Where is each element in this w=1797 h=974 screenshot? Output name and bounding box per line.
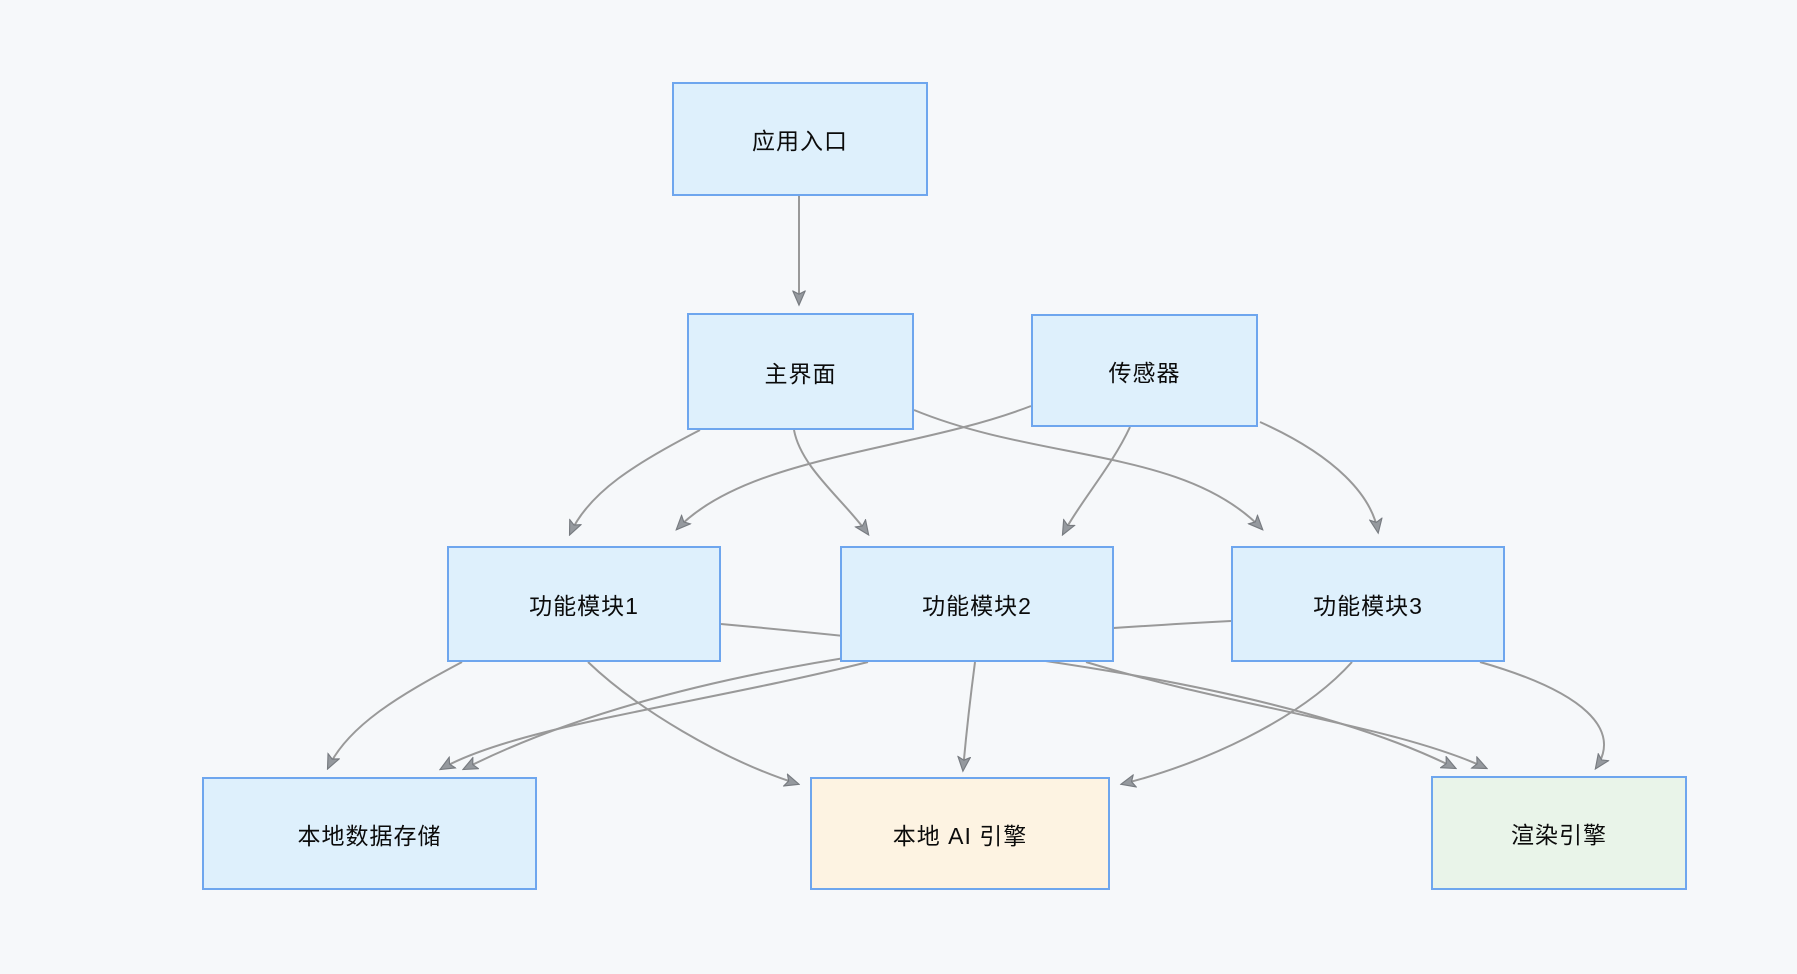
diagram-edges [328,195,1604,784]
edge-module2-to-storage [441,661,869,769]
node-label: 渲染引擎 [1511,822,1607,848]
node-app-entry: 应用入口 [672,82,928,196]
edge-module1-to-render-engine [720,623,1455,768]
node-label: 主界面 [764,360,837,387]
node-label: 功能模块2 [922,593,1032,619]
edge-module1-to-storage [328,661,463,768]
edge-module1-to-ai-engine [587,661,798,784]
node-render-engine: 渲染引擎 [1431,776,1687,890]
node-label: 传感器 [1108,359,1181,386]
edge-module2-to-render-engine [1085,661,1486,768]
edge-sensor-to-module1 [677,405,1032,529]
node-label: 本地数据存储 [297,822,442,849]
node-label: 功能模块3 [1313,593,1423,619]
node-label: 本地 AI 引擎 [892,822,1028,849]
node-label: 功能模块1 [529,593,639,619]
node-sensor: 传感器 [1031,314,1258,427]
edge-main-to-module2 [793,429,868,534]
node-local-data-storage: 本地数据存储 [202,777,537,890]
node-function-module-1: 功能模块1 [447,546,721,662]
edge-module3-to-ai-engine [1122,661,1353,784]
node-main-ui: 主界面 [687,313,914,430]
edge-main-to-module3 [913,409,1262,529]
node-function-module-2: 功能模块2 [840,546,1114,662]
edge-sensor-to-module2 [1063,426,1131,534]
node-function-module-3: 功能模块3 [1231,546,1505,662]
edge-module3-to-render-engine [1479,661,1604,768]
edge-main-to-module1 [570,429,701,534]
node-local-ai-engine: 本地 AI 引擎 [810,777,1110,890]
edge-sensor-to-module3 [1259,421,1378,532]
edge-module2-to-ai-engine [963,661,976,770]
node-label: 应用入口 [752,128,848,154]
